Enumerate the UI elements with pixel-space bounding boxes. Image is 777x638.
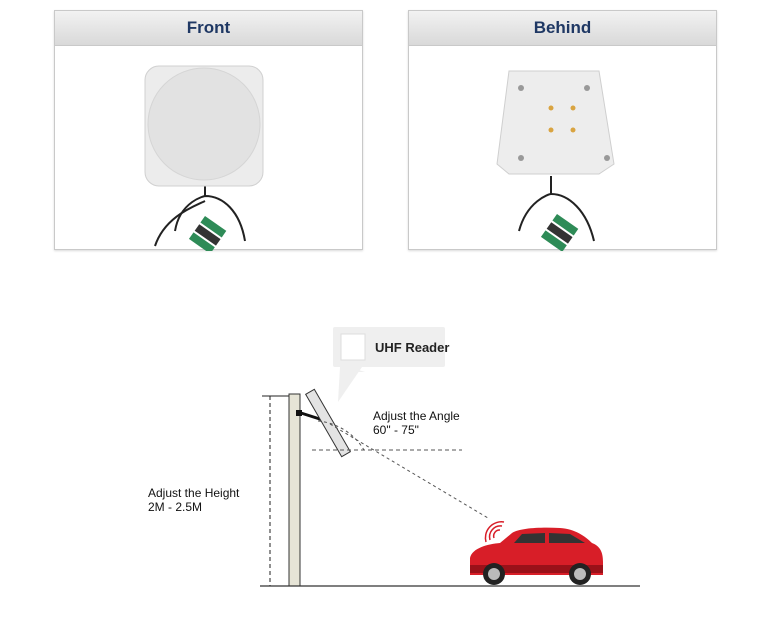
reader-callout: UHF Reader [333,327,449,402]
reader-on-pole [304,388,352,458]
height-label-line1: Adjust the Height [148,486,240,500]
reader-thumbnail-icon [340,333,366,361]
angle-label-line1: Adjust the Angle [373,409,460,423]
bracket [296,410,302,416]
mounting-pole [288,393,301,587]
reader-label: UHF Reader [375,340,449,355]
signal-icon [484,521,505,543]
behind-panel-title: Behind [409,11,716,46]
reader-back-illustration [496,70,615,252]
connector-icon [188,216,227,254]
read-beam-line [329,423,489,519]
behind-image [409,46,716,252]
front-panel-title: Front [55,11,362,46]
reader-front-illustration [144,65,264,254]
height-label-line2: 2M - 2.5M [148,500,202,514]
front-image [55,46,362,254]
behind-panel: Behind [408,10,717,252]
car-icon [470,527,603,585]
connector-icon [540,214,579,252]
angle-label-line2: 60" - 75" [373,423,419,437]
front-panel: Front [54,10,363,254]
